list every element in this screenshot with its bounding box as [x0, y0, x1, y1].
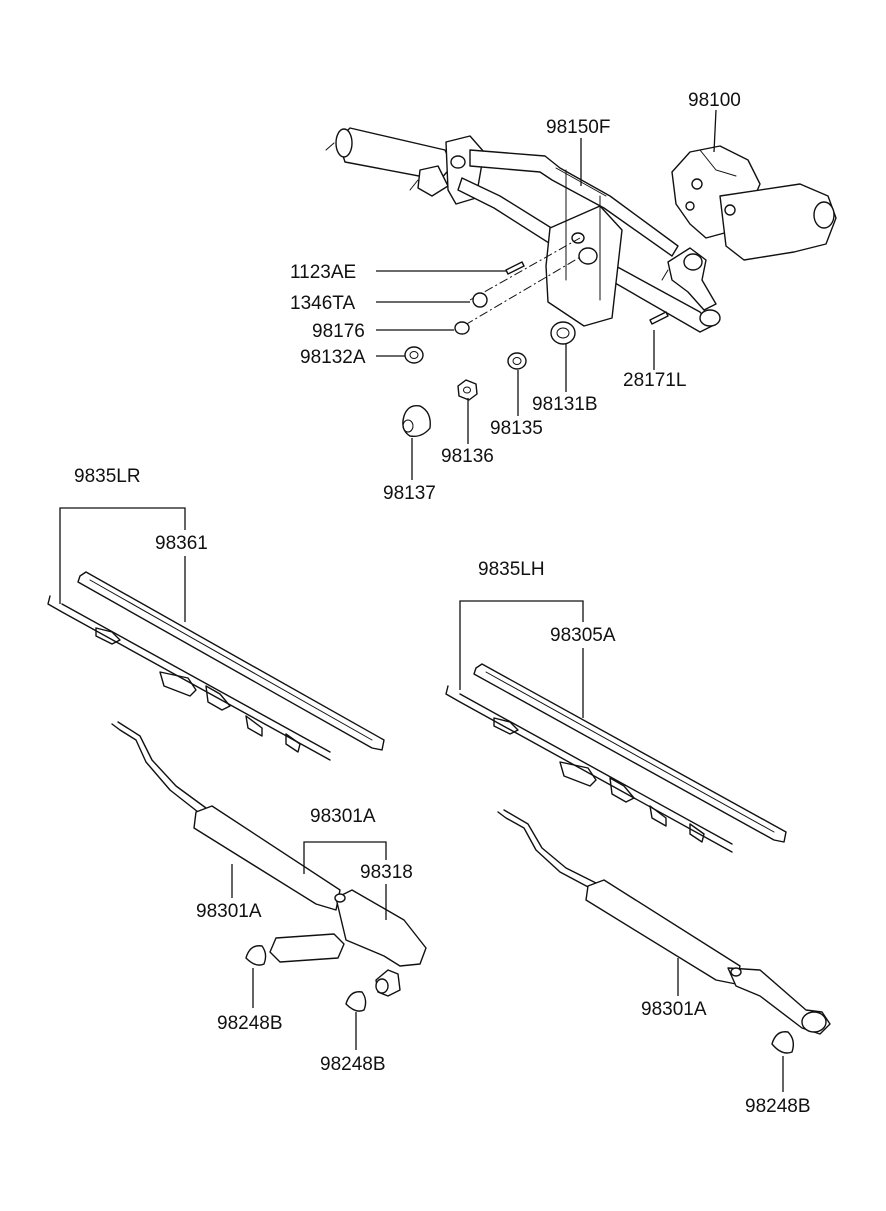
label-98301a-left: 98301A: [196, 901, 262, 922]
wiper-motor: [671, 145, 837, 261]
screw-1123ae: [505, 261, 525, 275]
label-98301a-right: 98301A: [641, 999, 707, 1020]
cap-98137: [402, 405, 431, 438]
label-98131b: 98131B: [532, 394, 598, 415]
label-1123ae: 1123AE: [290, 262, 356, 283]
label-1346ta: 1346TA: [290, 293, 355, 314]
label-98305a: 98305A: [550, 625, 616, 646]
label-98137: 98137: [383, 483, 436, 504]
label-98318: 98318: [360, 862, 413, 883]
screw-28171l: [649, 311, 669, 325]
nut-98132a: [404, 346, 424, 364]
wiper-linkage-assembly: [325, 127, 721, 333]
cap-98248b-a: [245, 945, 267, 966]
nut-98136: [457, 379, 478, 401]
bush-98176: [454, 321, 470, 335]
label-98248b-c: 98248B: [745, 1096, 811, 1117]
label-28171l: 28171L: [623, 370, 686, 391]
right-blade-assembly: [445, 663, 787, 853]
label-98100: 98100: [688, 90, 741, 111]
label-98176: 98176: [312, 321, 365, 342]
label-98301a-top: 98301A: [310, 806, 376, 827]
cap-98248b-b: [345, 991, 367, 1012]
part-labels: 98100 98150F 1123AE 1346TA 98176 98132A …: [74, 90, 811, 1117]
leader-lines: [59, 109, 784, 1092]
fasteners: [402, 261, 669, 438]
washer-98135: [507, 352, 527, 370]
label-98135: 98135: [490, 418, 543, 439]
left-wiper-arm: [111, 721, 427, 1012]
label-9835lr: 9835LR: [74, 466, 141, 487]
label-98248b-a: 98248B: [217, 1013, 283, 1034]
label-98150f: 98150F: [546, 117, 610, 138]
washer-1346ta: [472, 292, 488, 308]
label-98132a: 98132A: [300, 347, 366, 368]
right-wiper-arm: [497, 809, 831, 1054]
label-9835lh: 9835LH: [478, 559, 545, 580]
cap-98248b-c: [771, 1031, 795, 1054]
label-98361: 98361: [155, 533, 208, 554]
grommet-98131b: [550, 321, 576, 345]
left-blade-assembly: [47, 571, 385, 761]
label-98248b-b: 98248B: [320, 1054, 386, 1075]
label-98136: 98136: [441, 446, 494, 467]
